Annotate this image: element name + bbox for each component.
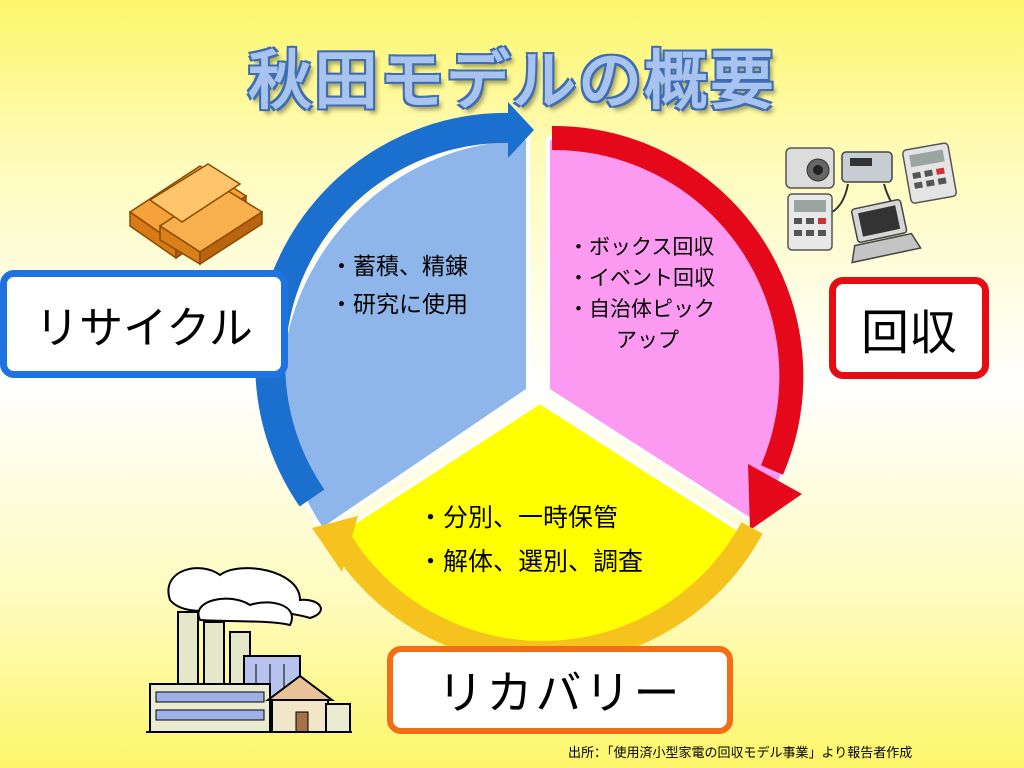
- recovery-segment-text: ・分別、一時保管 ・解体、選別、調査: [418, 496, 643, 584]
- recycle-item: ・蓄積、精錬: [330, 254, 468, 280]
- recovery-item: ・分別、一時保管: [418, 503, 619, 532]
- recovery-arrowhead: [312, 516, 358, 572]
- gold-bars-icon: [128, 163, 264, 266]
- collect-arrowhead: [748, 464, 802, 530]
- collect-segment-text: ・ボックス回収 ・イベント回収 ・自治体ピック アップ: [568, 232, 715, 356]
- recycle-arrowhead: [508, 102, 534, 158]
- recovery-label: リカバリー: [387, 646, 733, 734]
- source-note: 出所：「使用済小型家電の回収モデル事業」より報告者作成: [568, 746, 913, 761]
- collect-item: ・イベント回収: [568, 266, 715, 290]
- collect-item: ・自治体ピック: [568, 297, 715, 321]
- collect-arrow: [551, 125, 804, 475]
- recycle-segment-text: ・蓄積、精錬 ・研究に使用: [330, 248, 468, 324]
- recycle-label: リサイクル: [0, 270, 288, 378]
- collect-label: 回収: [829, 277, 989, 379]
- recovery-item: ・解体、選別、調査: [418, 547, 644, 576]
- electronics-devices-icon: [785, 142, 957, 264]
- collect-item: ・ボックス回収: [568, 235, 715, 259]
- recycle-item: ・研究に使用: [330, 292, 468, 318]
- factory-icon: [146, 567, 352, 733]
- collect-item: アップ: [616, 328, 679, 352]
- recycle-arrow: [255, 112, 513, 507]
